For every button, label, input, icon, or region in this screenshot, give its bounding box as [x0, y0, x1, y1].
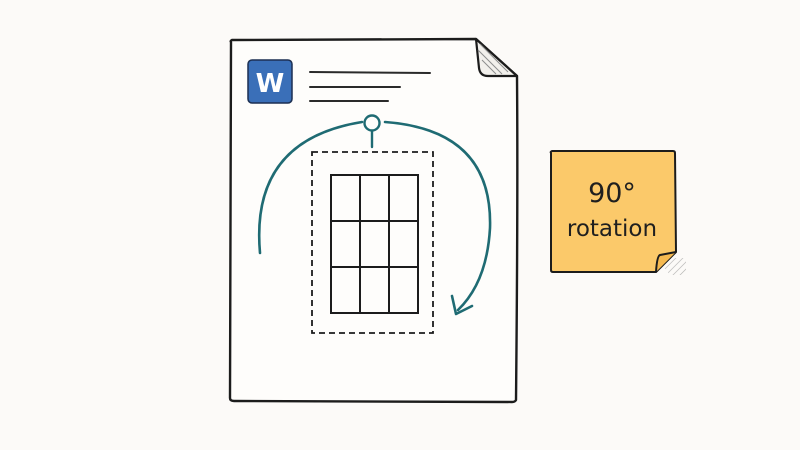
sticky-note-line1: 90° — [588, 178, 636, 209]
table-outline — [330, 174, 419, 314]
word-letter: W — [256, 69, 285, 99]
rotation-arrow-icon — [257, 120, 492, 316]
document-text-lines — [309, 71, 431, 102]
sticky-note: 90° rotation — [549, 150, 686, 275]
sticky-note-line2: rotation — [567, 216, 657, 242]
selection-box[interactable] — [311, 151, 434, 334]
rotate-handle-icon[interactable] — [363, 114, 381, 149]
page-fold-corner — [474, 37, 519, 78]
word-app-icon: W — [247, 59, 293, 104]
table-grid-icon — [330, 174, 419, 314]
